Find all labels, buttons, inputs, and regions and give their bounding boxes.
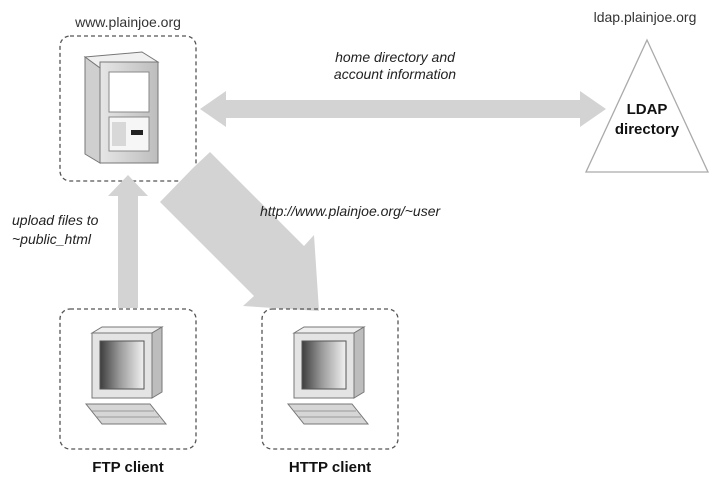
server-ldap-label-line2: account information xyxy=(334,66,456,82)
server-ldap-double-arrow xyxy=(200,91,606,127)
ftp-client-dashed-box xyxy=(59,308,197,450)
ldap-label-line1: LDAP xyxy=(627,101,668,118)
http-client-node xyxy=(261,308,399,450)
ftp-server-label-line1: upload files to xyxy=(12,212,99,228)
ftp-server-label-line2: ~public_html xyxy=(12,231,92,247)
ftp-server-arrow xyxy=(108,175,148,308)
server-http-label: http://www.plainjoe.org/~user xyxy=(260,203,441,219)
ftp-client-label: FTP client xyxy=(92,459,163,476)
ldap-triangle xyxy=(584,38,710,173)
ldap-label-line2: directory xyxy=(615,121,680,138)
ldap-host-label: ldap.plainjoe.org xyxy=(594,9,697,25)
ldap-node: LDAP directory xyxy=(584,38,710,173)
server-tower-icon xyxy=(83,51,160,164)
server-ldap-label-line1: home directory and xyxy=(335,49,456,65)
server-http-arrow xyxy=(160,152,319,311)
http-client-computer-icon xyxy=(286,326,370,425)
server-node xyxy=(59,35,197,182)
ftp-client-node xyxy=(59,308,197,450)
server-host-label: www.plainjoe.org xyxy=(74,14,181,30)
http-client-dashed-box xyxy=(261,308,399,450)
ftp-client-computer-icon xyxy=(84,326,168,425)
http-client-label: HTTP client xyxy=(289,459,371,476)
